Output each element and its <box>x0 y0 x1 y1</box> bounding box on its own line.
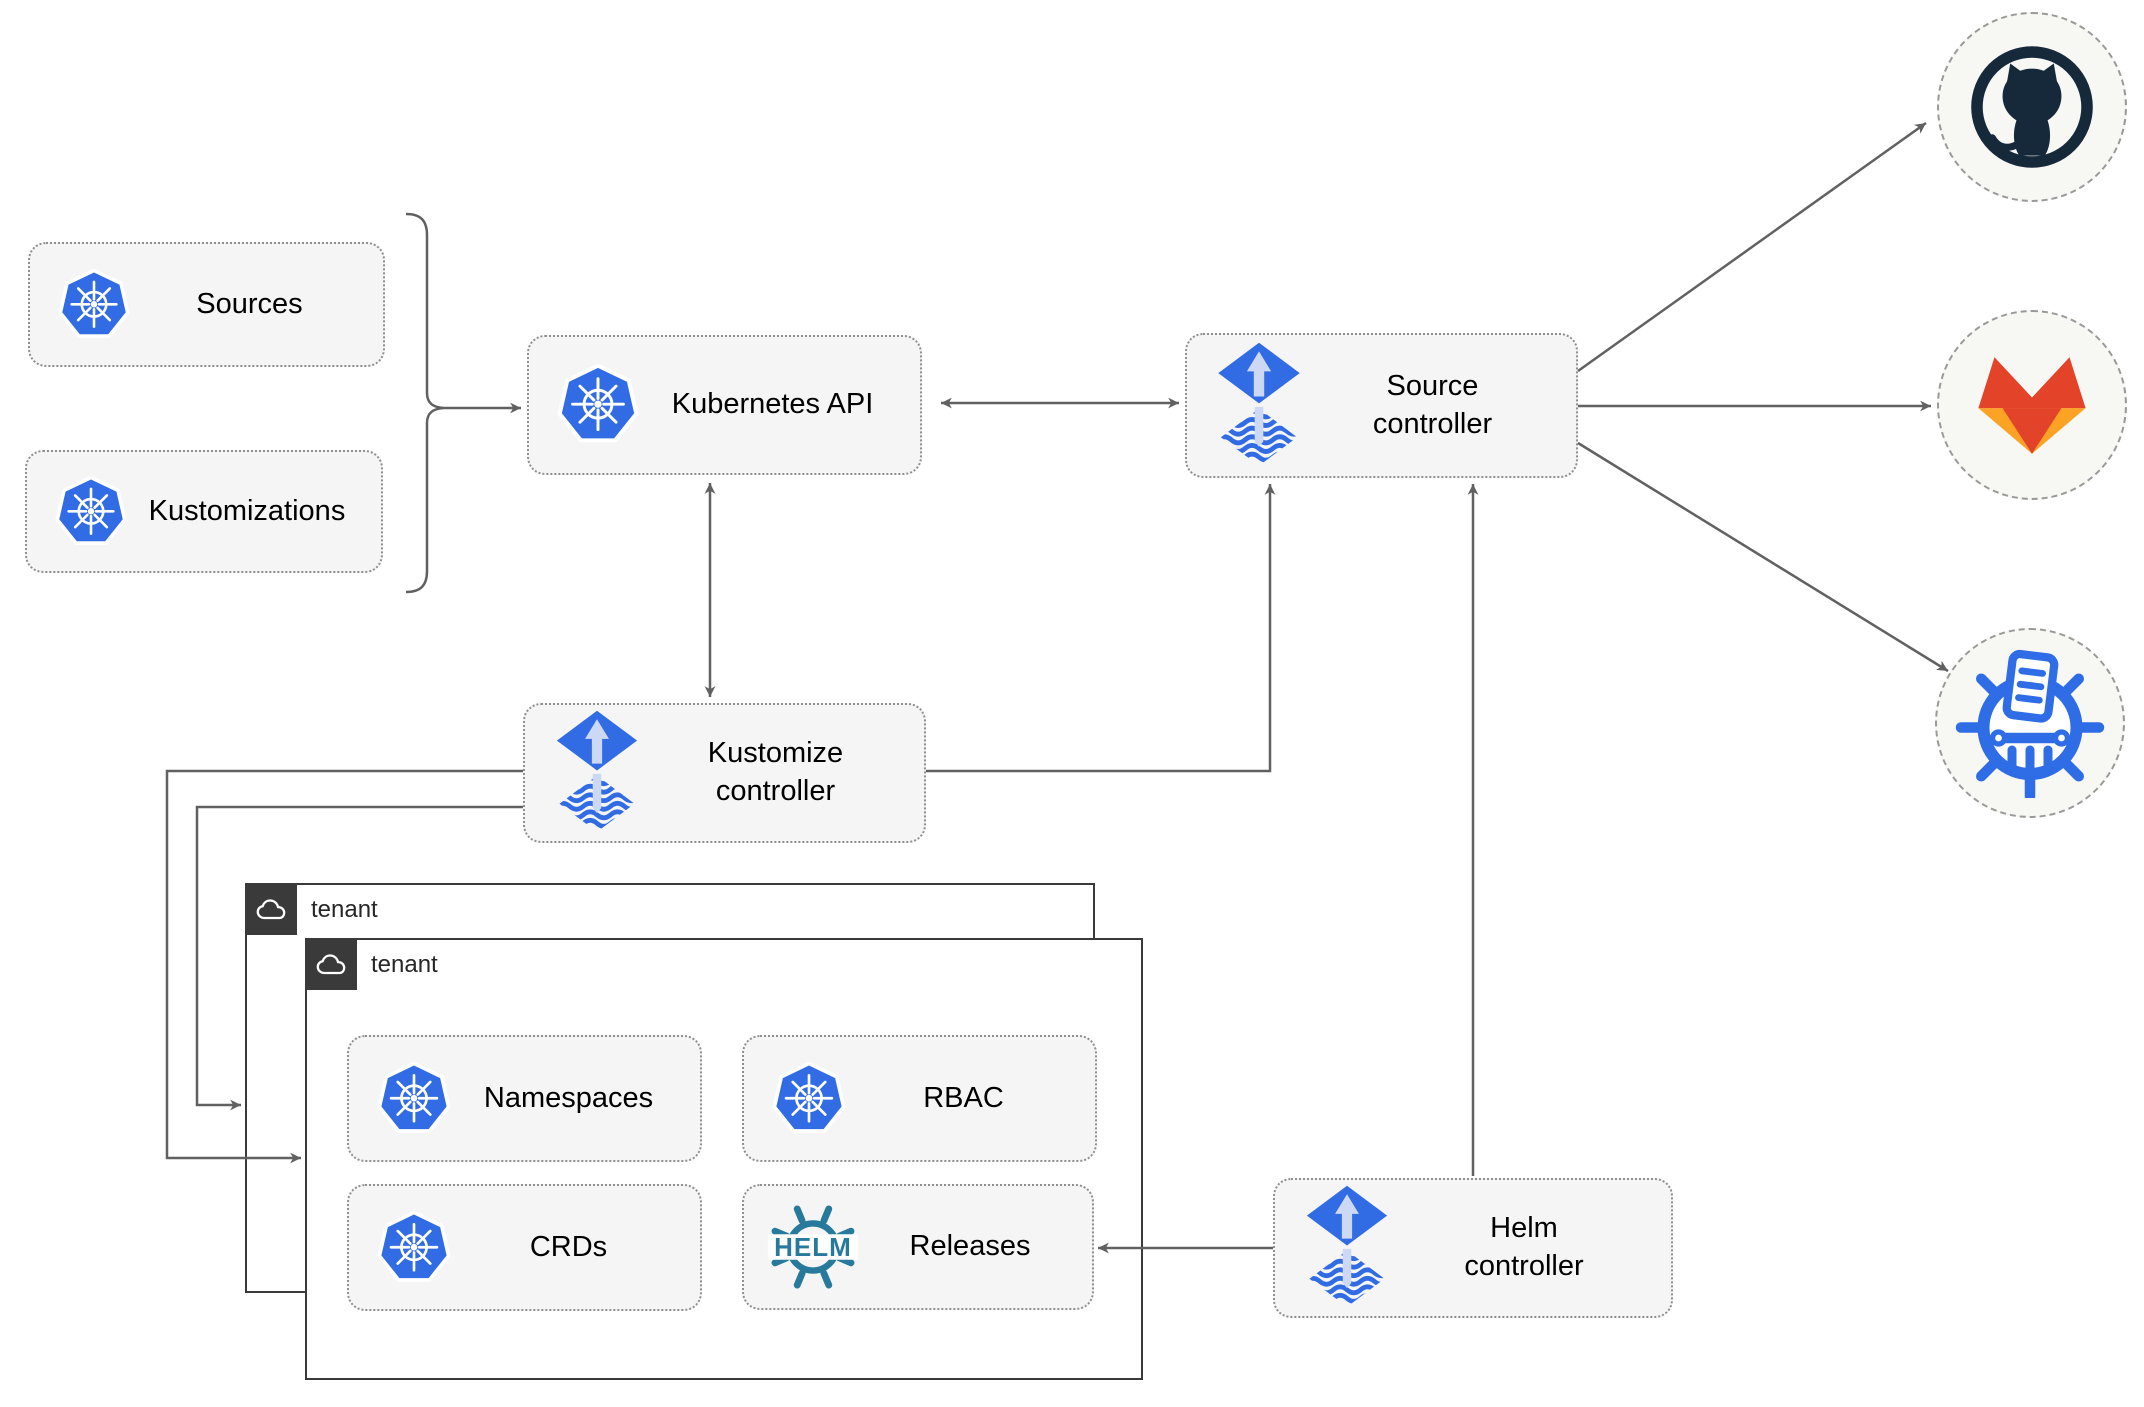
node-label: RBAC <box>923 1081 1004 1114</box>
kubernetes-icon <box>557 364 639 446</box>
node-label: Source controller <box>1372 369 1493 440</box>
edge-source-controller-to-registry <box>1577 441 1949 673</box>
node-sources: Sources <box>28 242 385 367</box>
tenant-box-front: tenant Namespaces RBAC CRDs HELM Release… <box>305 938 1143 1380</box>
node-crds: CRDs <box>347 1184 702 1311</box>
helm-wordmark: HELM <box>774 1232 852 1262</box>
edge-kustomize-controller-to-source-controller <box>926 484 1276 773</box>
flux-icon <box>1303 1184 1391 1312</box>
remote-gitlab <box>1937 310 2127 500</box>
github-icon <box>1968 43 2096 171</box>
tenant-badge <box>305 938 357 990</box>
tenant-label: tenant <box>311 896 378 923</box>
flux-icon <box>553 709 641 837</box>
kubernetes-icon <box>377 1062 451 1136</box>
node-helm-controller: Helm controller <box>1273 1178 1673 1318</box>
gitlab-icon <box>1965 349 2099 462</box>
kubernetes-registry-icon <box>1955 648 2105 798</box>
node-label: Kustomizations <box>148 494 346 527</box>
node-source-controller: Source controller <box>1185 333 1578 478</box>
kubernetes-icon <box>772 1062 846 1136</box>
node-label: Releases <box>909 1230 1031 1263</box>
remote-github <box>1937 12 2127 202</box>
tenant-label: tenant <box>371 951 438 978</box>
node-label: Namespaces <box>483 1081 654 1114</box>
node-rbac: RBAC <box>742 1035 1097 1162</box>
kubernetes-icon <box>377 1211 451 1285</box>
node-label: CRDs <box>529 1230 608 1263</box>
tenant-badge <box>245 883 297 935</box>
node-kustomize-controller: Kustomize controller <box>523 703 926 843</box>
node-label: Kubernetes API <box>671 388 874 421</box>
remote-registry <box>1935 628 2125 818</box>
node-label: Kustomize controller <box>707 737 844 807</box>
node-namespaces: Namespaces <box>347 1035 702 1162</box>
node-kubernetes-api: Kubernetes API <box>527 335 922 475</box>
node-releases: HELM Releases <box>742 1184 1094 1310</box>
flux-icon <box>1215 341 1303 471</box>
cloud-icon <box>254 898 288 921</box>
helm-logo-icon: HELM <box>764 1198 862 1296</box>
bracket-sources-kustomizations <box>405 212 445 594</box>
kubernetes-icon <box>58 269 130 341</box>
node-kustomizations: Kustomizations <box>25 450 383 573</box>
node-label: Helm controller <box>1464 1212 1584 1282</box>
edge-source-controller-to-github <box>1577 121 1927 373</box>
cloud-icon <box>314 953 348 976</box>
kubernetes-icon <box>55 476 127 548</box>
node-label: Sources <box>196 287 303 320</box>
